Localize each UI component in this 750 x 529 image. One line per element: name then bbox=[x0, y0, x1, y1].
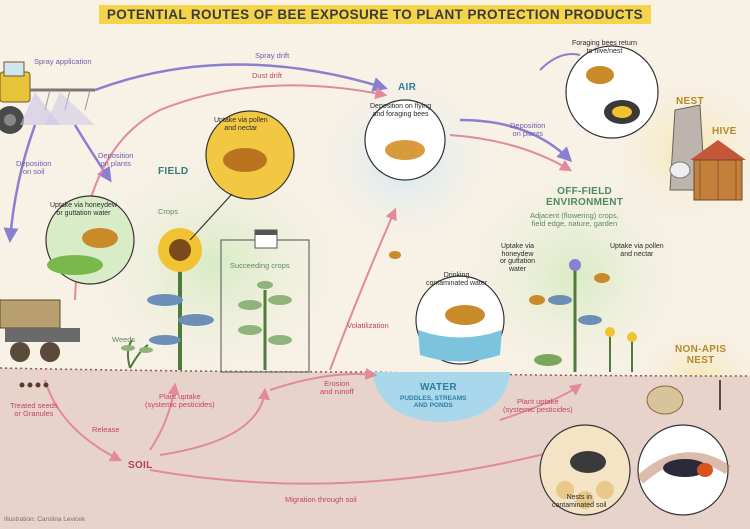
label-foraging-return: Foraging bees return to hive/nest bbox=[572, 40, 637, 55]
offfield-flowers-icon bbox=[534, 327, 637, 372]
beehive-icon bbox=[690, 140, 746, 201]
route-offfield-uptake bbox=[499, 383, 582, 421]
seed-drill-icon bbox=[0, 299, 80, 362]
label-off-field-description: Adjacent (flowering) crops, field edge, … bbox=[530, 211, 619, 229]
label-spray-application: Spray application bbox=[34, 57, 92, 66]
zone-non-apis-nest: NON-APIS NEST bbox=[675, 344, 727, 366]
label-nests-soil: Nests in contaminated soil bbox=[552, 494, 607, 509]
diagram-title: POTENTIAL ROUTES OF BEE EXPOSURE TO PLAN… bbox=[0, 5, 750, 24]
route-migration bbox=[149, 446, 563, 485]
route-release bbox=[44, 379, 123, 462]
label-drinking-water: Drinking contaminated water bbox=[426, 272, 488, 287]
label-deposition-bees: Deposition on flying and foraging bees bbox=[370, 103, 432, 118]
zone-off-field: OFF-FIELD ENVIRONMENT bbox=[546, 186, 624, 208]
offfield-plant-icon bbox=[548, 259, 602, 372]
illustration-credit: Illustration: Carolina Levicek bbox=[4, 516, 86, 523]
zone-air: AIR bbox=[398, 82, 417, 93]
bubble-air-bees bbox=[364, 99, 446, 181]
bubble-nest-soil bbox=[539, 424, 631, 516]
calendar-icon bbox=[254, 229, 278, 249]
label-uptake-honeydew-field: Uptake via honeydew or guttation water bbox=[50, 202, 117, 217]
label-deposition-plants-air: Deposition on plants bbox=[510, 121, 546, 139]
zone-field: FIELD bbox=[158, 166, 189, 177]
label-deposition-soil: Deposition on soil bbox=[16, 159, 52, 177]
zone-water: WATER bbox=[420, 382, 457, 393]
treated-seeds-icon bbox=[19, 382, 49, 388]
route-air-deposition bbox=[459, 118, 573, 163]
label-plant-uptake-field: Plant uptake (systemic pesticides) bbox=[145, 392, 215, 410]
label-spray-drift: Spray drift bbox=[255, 51, 290, 60]
route-dust-air-offfield bbox=[449, 134, 573, 172]
tractor-icon bbox=[0, 61, 95, 134]
label-erosion-runoff: Erosion and runoff bbox=[320, 379, 354, 397]
water-subtitle: PUDDLES, STREAMS AND PONDS bbox=[400, 395, 467, 410]
route-plant-uptake bbox=[149, 382, 180, 451]
label-crops: Crops bbox=[158, 207, 179, 216]
bubble-foraging-return bbox=[565, 45, 659, 139]
label-succeeding-crops: Succeeding crops bbox=[230, 261, 290, 270]
route-volatilization bbox=[329, 207, 397, 371]
bee-icon bbox=[529, 295, 545, 305]
water-pond bbox=[372, 372, 510, 422]
label-migration-soil: Migration through soil bbox=[285, 495, 357, 504]
label-release: Release bbox=[92, 425, 120, 434]
bee-icon bbox=[594, 273, 610, 283]
bubble-pollen-field bbox=[189, 110, 295, 241]
field-glow bbox=[65, 135, 365, 395]
zone-soil: SOIL bbox=[128, 460, 153, 471]
bubble-drinking bbox=[415, 275, 505, 365]
ground-nest-icon bbox=[646, 380, 721, 415]
route-deposition-soil bbox=[3, 124, 37, 243]
label-volatilization: Volatilization bbox=[347, 321, 389, 330]
bee-icon bbox=[389, 251, 401, 259]
label-deposition-plants-field: Deposition on plants bbox=[98, 151, 134, 169]
route-forager-return bbox=[539, 53, 581, 71]
label-uptake-honeydew-off: Uptake via honeydew or guttation water bbox=[500, 243, 536, 274]
route-spray-drift bbox=[94, 63, 388, 92]
succeeding-crop-plant-icon bbox=[238, 281, 292, 370]
label-plant-uptake-off: Plant uptake (systemic pesticides) bbox=[503, 397, 573, 415]
zone-hive: HIVE bbox=[712, 126, 737, 137]
label-treated-seeds: Treated seeds or Granules bbox=[10, 401, 58, 419]
bubble-solitary-bee bbox=[636, 424, 731, 516]
soil-layer bbox=[0, 368, 750, 529]
route-erosion bbox=[269, 367, 378, 391]
bubble-honeydew-field bbox=[45, 195, 135, 285]
route-succeeding bbox=[159, 387, 271, 456]
label-uptake-pollen-off: Uptake via pollen and nectar bbox=[610, 243, 664, 258]
route-deposition-plants bbox=[73, 124, 112, 183]
label-weeds: Weeds bbox=[112, 335, 136, 344]
weed-plant-icon bbox=[121, 339, 153, 369]
label-uptake-pollen-field: Uptake via pollen and nectar bbox=[214, 117, 268, 132]
label-dust-drift: Dust drift bbox=[252, 71, 283, 80]
zone-nest: NEST bbox=[676, 96, 704, 107]
